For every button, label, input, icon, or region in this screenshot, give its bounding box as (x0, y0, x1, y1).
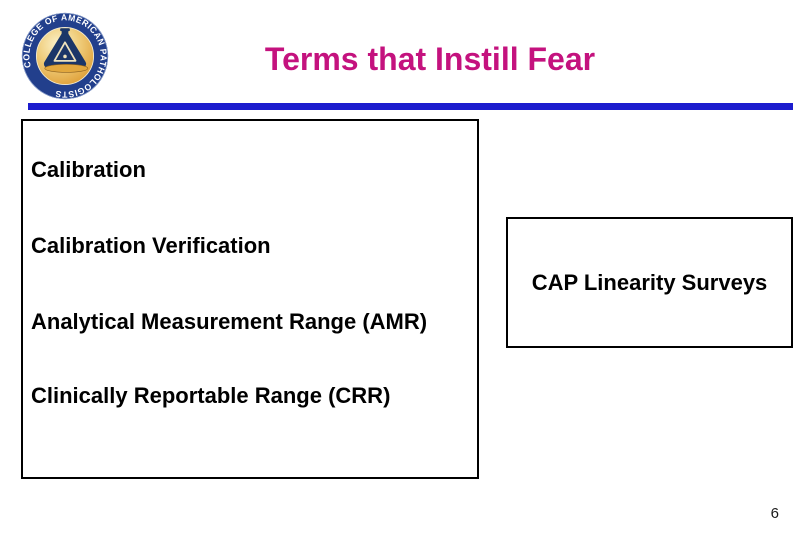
term-item-crr: Clinically Reportable Range (CRR) (31, 383, 391, 408)
term-item-amr: Analytical Measurement Range (AMR) (31, 309, 428, 334)
page-number: 6 (770, 505, 779, 522)
page-title: Terms that Instill Fear (264, 41, 596, 77)
flask-icon (43, 28, 87, 68)
cap-seal-logo: COLLEGE OF AMERICAN PATHOLOGISTS (21, 12, 109, 100)
terms-box (21, 119, 479, 479)
term-item-calibration: Calibration (31, 157, 146, 182)
title-divider (28, 103, 793, 110)
term-item-calibration-verification: Calibration Verification (31, 233, 271, 258)
callout-label: CAP Linearity Surveys (531, 269, 768, 295)
callout-box: CAP Linearity Surveys (506, 217, 793, 348)
flask-base-dish (44, 63, 89, 73)
